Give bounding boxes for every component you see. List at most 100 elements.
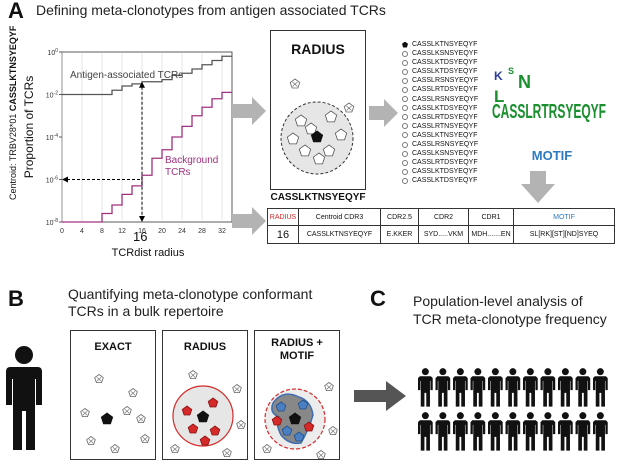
repertoire-tcr-icon	[122, 406, 132, 415]
conformant-tcr-icon	[199, 435, 211, 446]
table-header-cdr3: Centroid CDR3	[299, 209, 381, 226]
sequence-list-item: CASSLRSNSYEQYF	[402, 140, 492, 149]
repertoire-tcr-icon	[236, 420, 246, 429]
radius-motif-title-line2: MOTIF	[279, 350, 315, 362]
population-person-icon	[488, 412, 503, 451]
table-header-cdr1: CDR1	[469, 209, 514, 226]
motif-conformant-tcr-icon	[293, 431, 305, 442]
population-crowd	[418, 368, 608, 451]
radius-repertoire-diagram	[170, 370, 246, 457]
chart-y-tick-label: 10-2	[46, 91, 58, 100]
repertoire-tcr-icon	[262, 444, 272, 453]
background-series-label-1: Background	[165, 155, 218, 166]
radius-motif-title: RADIUS + MOTIF	[255, 337, 339, 363]
motif-conformant-tcr-icon	[297, 399, 309, 410]
pentagon-outline	[289, 78, 301, 89]
population-person-icon	[593, 368, 608, 407]
sequence-list-item: CASSLKTDSYEQYF	[402, 67, 492, 76]
chart-y-tick-label: 10-4	[46, 133, 58, 142]
logo-letter-s: S	[508, 66, 514, 76]
pentagon-outline	[170, 444, 180, 453]
radius-motif-box: RADIUS + MOTIF	[254, 330, 340, 460]
population-person-icon	[470, 368, 486, 407]
sequence-list-item: CASSLRTDSYEQYF	[402, 85, 492, 94]
conformant-tcr-icon	[207, 397, 219, 408]
chart-series-line-1	[62, 91, 232, 223]
neighbor-tcr-icon	[298, 144, 312, 157]
repertoire-tcr-icon	[232, 384, 242, 393]
repertoire-tcr-icon	[324, 382, 334, 391]
radius-marker-label: 16	[133, 229, 147, 244]
population-person-icon	[523, 412, 538, 451]
pentagon-outline	[262, 444, 272, 453]
repertoire-tcr-icon	[136, 414, 146, 423]
population-person-icon	[418, 368, 433, 407]
sequence-list-item: CASSLRSNSYEQYF	[402, 95, 492, 104]
pentagon-outline	[136, 414, 146, 423]
exact-box-title: EXACT	[94, 341, 132, 353]
pentagon-outline	[188, 370, 198, 379]
chart-xlabel: TCRdist radius	[112, 247, 185, 259]
table-header-radius: RADIUS	[268, 209, 299, 226]
sequence-list-item: CASSLRTDSYEQYF	[402, 158, 492, 167]
panel-c-title-line2: TCR meta-clonotype frequency	[413, 311, 607, 327]
conformant-tcr-icon	[181, 405, 193, 416]
repertoire-tcr-icon	[94, 374, 104, 383]
repertoire-tcr-icon	[222, 448, 232, 457]
conformant-tcr-icon	[209, 425, 221, 436]
chart-y-tick-label: 100	[47, 48, 58, 57]
population-person-icon	[523, 368, 538, 407]
table-header-cdr25: CDR2.5	[381, 209, 419, 226]
motif-conformant-tcr-icon	[281, 425, 293, 436]
panel-b-title: Quantifying meta-clonotype conformant TC…	[68, 286, 312, 320]
panel-c-letter: C	[370, 286, 386, 311]
population-person-icon	[540, 412, 556, 451]
repertoire-tcr-icon	[188, 370, 198, 379]
population-person-icon	[505, 368, 521, 407]
exact-box: EXACT	[70, 330, 156, 460]
chart-x-tick-label: 0	[60, 228, 64, 235]
exact-diagram	[80, 374, 150, 453]
sequence-list-item: CASSLRSNSYEQYF	[402, 76, 492, 85]
centroid-tcr-icon	[196, 410, 210, 423]
arrow-to-population	[354, 381, 406, 411]
pentagon-outline	[140, 434, 150, 443]
table-value-cdr25: E.KKER	[381, 226, 419, 243]
centroid-tcr-icon	[100, 412, 114, 425]
conformant-tcr-icon	[187, 423, 199, 434]
chart-y-tick-label: 10-6	[46, 176, 58, 185]
repertoire-tcr-icon	[328, 426, 338, 435]
background-series-label-2: TCRs	[165, 167, 191, 178]
pentagon-outline	[86, 436, 96, 445]
neighbor-tcr-icon	[322, 144, 336, 157]
neighbor-tcr-icon	[312, 152, 326, 165]
chart-series-line-0	[62, 55, 232, 96]
chart-x-tick-label: 32	[218, 228, 226, 235]
table-header-motif: MOTIF	[514, 209, 614, 226]
radius-diagram	[280, 78, 355, 175]
repertoire-tcr-icon	[316, 450, 326, 459]
radius-motif-title-line1: RADIUS +	[271, 337, 323, 349]
motif-conformant-tcr-icon	[275, 401, 287, 412]
logo-main-sequence: CASSLRTRSYEQYF	[492, 101, 606, 123]
person-icon	[6, 346, 42, 450]
pentagon-outline	[122, 406, 132, 415]
repertoire-tcr-icon	[170, 444, 180, 453]
repertoire-tcr-icon	[80, 408, 90, 417]
chart-x-tick-label: 16	[138, 228, 146, 235]
chart-x-tick-label: 8	[100, 228, 104, 235]
pentagon-outline	[80, 408, 90, 417]
radius-box-title: RADIUS	[291, 41, 345, 57]
pentagon-outline	[328, 426, 338, 435]
pentagon-outline	[343, 102, 355, 113]
table-value-cdr2: SYD.....VKM	[419, 226, 469, 243]
repertoire-tcr-icon	[128, 388, 138, 397]
sequence-list-item: CASSLKSNSYEQYF	[402, 49, 492, 58]
sequence-list-item: CASSLKSNSYEQYF	[402, 149, 492, 158]
conformant-tcr-icon	[303, 421, 315, 432]
panel-a-letter: A	[8, 0, 24, 23]
pentagon-outline	[110, 444, 120, 453]
population-person-icon	[418, 412, 433, 451]
